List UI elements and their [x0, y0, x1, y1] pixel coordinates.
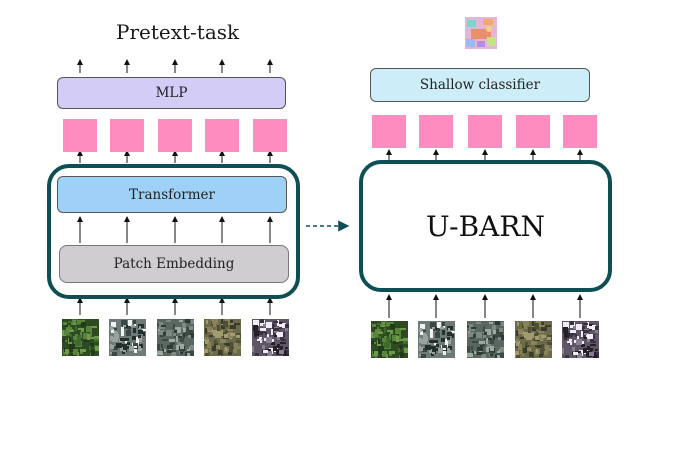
arrow-group	[77, 59, 583, 318]
feature-token	[563, 115, 597, 148]
feature-token	[516, 115, 550, 148]
satellite-image-tile	[157, 319, 194, 356]
satellite-image-tile	[418, 321, 455, 358]
ubarn-label: U-BARN	[426, 209, 545, 243]
shallow-classifier-box: Shallow classifier	[370, 68, 590, 102]
transformer-box: Transformer	[57, 176, 287, 213]
feature-token	[419, 115, 453, 148]
patch-embedding-label: Patch Embedding	[113, 256, 235, 272]
satellite-image-tile	[109, 319, 146, 356]
mlp-label: MLP	[155, 85, 188, 101]
feature-token	[253, 119, 287, 152]
feature-token	[63, 119, 97, 152]
mlp-box: MLP	[57, 77, 286, 109]
satellite-image-tile	[467, 321, 504, 358]
satellite-image-tile	[562, 321, 599, 358]
satellite-image-tile	[252, 319, 289, 356]
satellite-image-tile	[204, 319, 241, 356]
patch-embedding-box: Patch Embedding	[59, 245, 289, 283]
pretext-task-title: Pretext-task	[116, 20, 240, 44]
encoder-frame	[47, 164, 300, 299]
satellite-image-tile	[62, 319, 99, 356]
feature-token	[468, 115, 502, 148]
satellite-image-tile	[515, 321, 552, 358]
feature-token	[205, 119, 239, 152]
feature-token	[158, 119, 192, 152]
segmentation-map-image	[465, 17, 497, 49]
transformer-label: Transformer	[129, 186, 215, 203]
feature-token	[372, 115, 406, 148]
satellite-image-tile	[371, 321, 408, 358]
feature-token	[110, 119, 144, 152]
ubarn-box: U-BARN	[359, 160, 612, 292]
shallow-classifier-label: Shallow classifier	[419, 77, 541, 93]
